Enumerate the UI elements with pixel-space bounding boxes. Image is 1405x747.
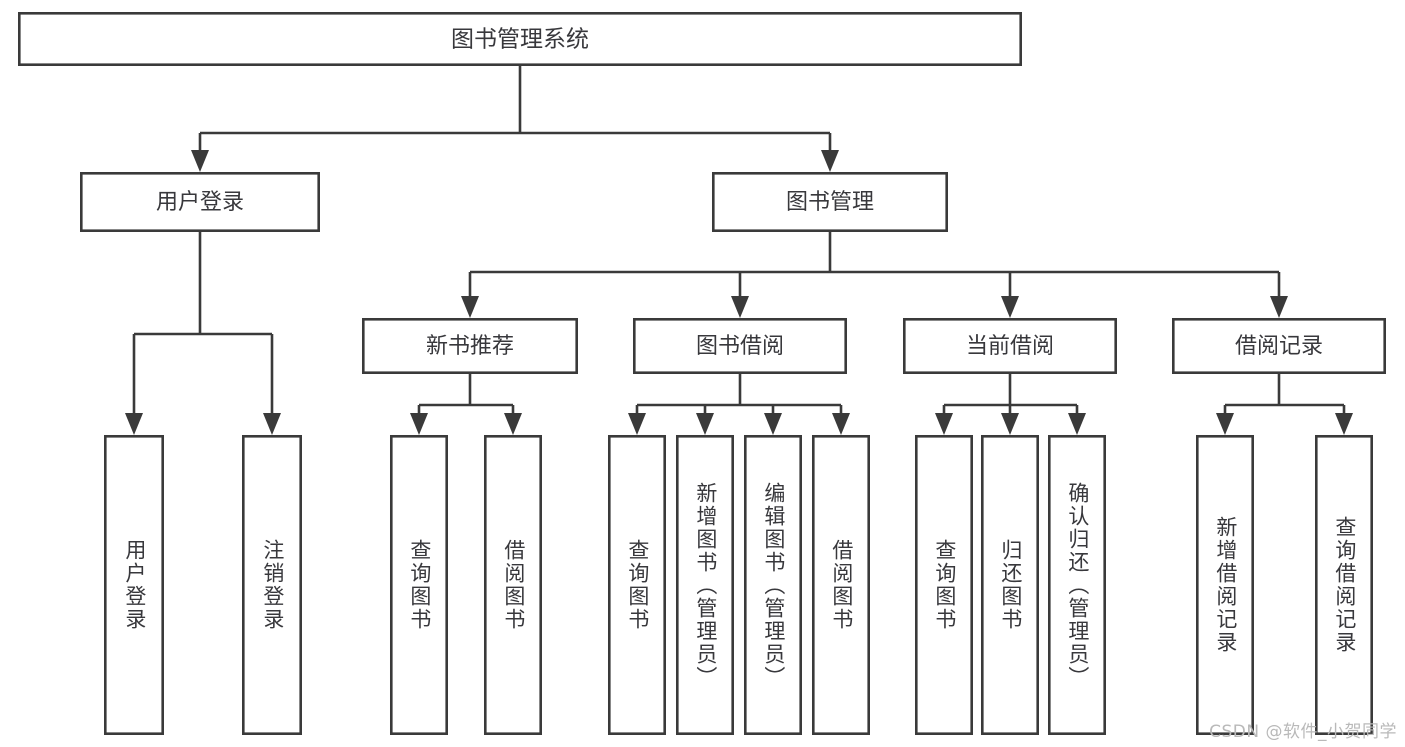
node-l1-label-图书管理: 图书管理 <box>786 190 874 215</box>
node-l2-图书借阅[interactable] <box>632 317 847 374</box>
edge-l2-1-arrow-3 <box>832 413 850 435</box>
node-leaf-5-新增图书管理员[interactable] <box>675 434 734 735</box>
node-leaf-3-借阅图书[interactable] <box>483 434 542 735</box>
edge-l2-2-arrow-0 <box>935 413 953 435</box>
node-leaf-12-查询借阅记录[interactable] <box>1315 434 1374 735</box>
node-leaf-4-查询图书[interactable] <box>607 434 666 735</box>
node-leaf-11-新增借阅记录[interactable] <box>1196 434 1255 735</box>
edge-l2-2-arrow-2 <box>1068 413 1086 435</box>
node-l1-用户登录[interactable] <box>80 172 320 233</box>
edge-l2-1-arrow-0 <box>628 413 646 435</box>
edge-l2-3-arrow-0 <box>1216 413 1234 435</box>
csdn-watermark: CSDN @软件_小贺同学 <box>1209 722 1397 742</box>
node-leaf-0-用户登录[interactable] <box>104 434 165 735</box>
edge-l2-3-arrow-1 <box>1335 413 1353 435</box>
node-l2-label-新书推荐: 新书推荐 <box>426 334 514 359</box>
node-l1-图书管理[interactable] <box>711 172 948 233</box>
node-leaf-7-借阅图书[interactable] <box>811 434 870 735</box>
node-l2-当前借阅[interactable] <box>902 317 1117 374</box>
edge-l2-1-arrow-1 <box>696 413 714 435</box>
node-box-layer <box>17 12 1387 735</box>
node-leaf-9-归还图书[interactable] <box>980 434 1039 735</box>
node-l2-label-图书借阅: 图书借阅 <box>696 334 784 359</box>
node-l2-label-当前借阅: 当前借阅 <box>966 334 1054 359</box>
edge-bookmgmt-arrow-0 <box>461 296 479 318</box>
edge-bookmgmt-arrow-3 <box>1270 296 1288 318</box>
node-l2-借阅记录[interactable] <box>1172 317 1387 374</box>
node-root-图书管理系统[interactable] <box>17 12 1023 67</box>
node-leaf-8-查询图书[interactable] <box>914 434 973 735</box>
edge-bookmgmt-arrow-1 <box>731 296 749 318</box>
edge-login-arrow-1 <box>263 413 281 435</box>
node-leaf-6-编辑图书管理员[interactable] <box>743 434 802 735</box>
edge-login-arrow-0 <box>125 413 143 435</box>
edge-bookmgmt-arrow-2 <box>1001 296 1019 318</box>
node-l1-label-用户登录: 用户登录 <box>156 190 244 215</box>
node-l2-新书推荐[interactable] <box>361 317 578 374</box>
node-leaf-2-查询图书[interactable] <box>389 434 448 735</box>
node-root-label: 图书管理系统 <box>451 27 589 53</box>
edge-l2-2-arrow-1 <box>1001 413 1019 435</box>
edge-root-arrow-0 <box>191 150 209 172</box>
edge-l2-0-arrow-0 <box>410 413 428 435</box>
edge-root-arrow-1 <box>821 150 839 172</box>
edge-l2-0-arrow-1 <box>504 413 522 435</box>
edge-l2-1-arrow-2 <box>764 413 782 435</box>
node-l2-label-借阅记录: 借阅记录 <box>1235 334 1323 359</box>
connector-layer <box>125 66 1353 435</box>
node-leaf-1-注销登录[interactable] <box>242 434 303 735</box>
node-leaf-10-确认归还管理员[interactable] <box>1048 434 1107 735</box>
